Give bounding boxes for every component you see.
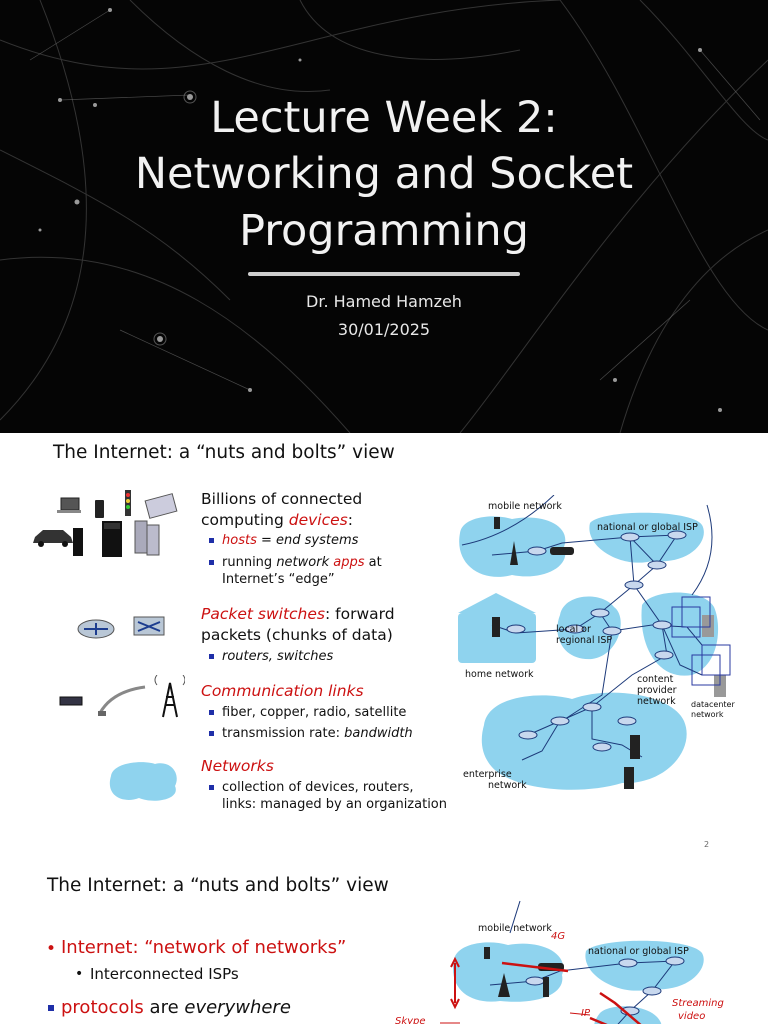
title-divider [248,272,520,276]
devices-icon [33,490,178,557]
local-isp-label-1: local or [556,624,591,635]
bullet-icon [209,538,214,543]
network-lines-background [0,0,768,433]
author: Dr. Hamed Hamzeh [306,292,462,311]
skype-label: Skype [395,1016,426,1024]
slide-2: The Internet: a “nuts and bolts” view Bi… [0,433,768,863]
title-slide: Lecture Week 2: Networking and Socket Pr… [0,0,768,433]
devices-bullet-apps: running network apps at [222,555,382,570]
networks-heading: Networks [201,757,274,775]
content-provider-label-3: network [637,696,676,707]
slide-3: The Internet: a “nuts and bolts” view • … [0,863,768,1024]
page-number: 2 [704,840,710,849]
devices-heading-2: computing devices: [201,511,353,529]
enterprise-label-1: enterprise [463,769,512,780]
bullet-icon [209,710,214,715]
national-isp-label: national or global ISP [588,946,689,957]
networks-bullet-2: links: managed by an organization [222,797,447,812]
slide-title: The Internet: a “nuts and bolts” view [47,875,389,896]
devices-bullet-apps-2: Internet’s “edge” [222,572,335,587]
bullet-dot: • [46,939,57,959]
switches-heading-1: Packet switches: forward [201,605,395,623]
streaming-label-2: video [678,1011,706,1022]
national-isp-label: national or global ISP [597,522,698,533]
protocols-bullet: protocols are everywhere [61,997,291,1018]
internet-diagram-protocols [440,900,704,1024]
links-bullet-2: transmission rate: bandwidth [222,726,413,741]
devices-bullet-hosts: hosts = end systems [222,533,359,548]
switches-heading-2: packets (chunks of data) [201,626,393,644]
network-cloud-icon [109,762,177,801]
bullet-icon [209,654,214,659]
networks-bullet-1: collection of devices, routers, [222,780,414,795]
bullet-icon [48,1005,54,1011]
links-heading: Communication links [201,682,364,700]
switches-bullet: routers, switches [222,649,334,664]
content-provider-label-1: content [637,674,674,685]
internet-diagram [458,495,731,790]
lecture-title-line-1: Lecture Week 2: [210,93,558,143]
ip-label: IP [581,1008,590,1019]
devices-heading-1: Billions of connected [201,490,363,508]
lecture-date: 30/01/2025 [337,320,431,339]
lecture-title-line-2: Networking and Socket [134,149,634,199]
links-bullet-1: fiber, copper, radio, satellite [222,705,407,720]
links-icon [59,675,185,718]
datacenter-label-1: datacenter [691,700,735,709]
content-provider-label-2: provider [637,685,677,696]
interconnected-isps: Interconnected ISPs [90,965,239,983]
enterprise-label-2: network [488,780,527,791]
home-network-label: home network [465,669,534,680]
lecture-title-line-3: Programming [239,206,529,256]
streaming-label-1: Streaming [672,998,724,1009]
bullet-icon [209,785,214,790]
mobile-network-label: mobile network [488,501,562,512]
router-switch-icon [77,616,165,639]
bullet-icon [209,731,214,736]
slide-title: The Internet: a “nuts and bolts” view [53,442,395,463]
datacenter-label-2: network [691,710,724,719]
bullet-icon [209,560,214,565]
network-of-networks-bullet: Internet: “network of networks” [61,937,347,958]
mobile-network-label: mobile network [478,923,552,934]
local-isp-label-2: regional ISP [556,635,613,646]
4g-label: 4G [551,931,566,942]
bullet-dot: • [75,966,84,982]
